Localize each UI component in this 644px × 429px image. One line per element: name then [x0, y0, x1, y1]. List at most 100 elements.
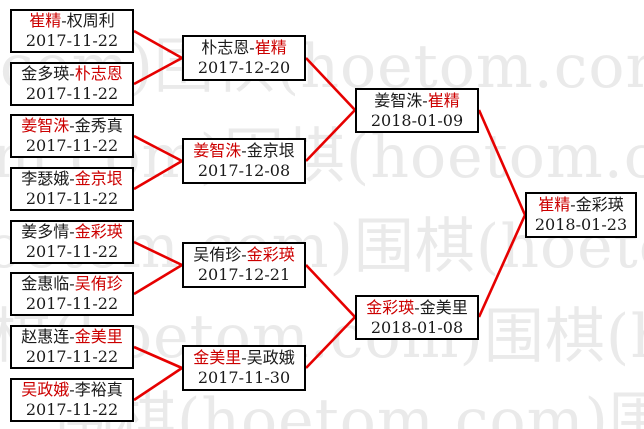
match-players: 金彩瑛-金美里: [366, 298, 467, 318]
match-players: 姜智洙-金京垠: [193, 141, 294, 161]
match-players: 姜多情-金彩瑛: [21, 222, 122, 242]
match-box-r1-m6: 金惠临-吴侑珍 2017-11-22: [10, 272, 134, 316]
player-name: 朴志恩: [201, 38, 250, 57]
match-players: 金美里-吴政娥: [193, 348, 294, 368]
player-name: 金美里: [74, 327, 123, 346]
match-box-r2-m2: 姜智洙-金京垠 2017-12-08: [182, 138, 306, 184]
match-players: 姜智洙-崔精: [374, 91, 459, 111]
connector-line: [133, 240, 183, 267]
player-name: 金彩瑛: [366, 297, 415, 317]
match-players: 崔精-金彩瑛: [538, 195, 623, 215]
match-box-r2-m4: 金美里-吴政娥 2017-11-30: [182, 345, 306, 391]
separator: -: [61, 11, 67, 30]
match-box-r1-m1: 崔精-权周利 2017-11-22: [10, 9, 134, 53]
match-box-r1-m4: 李瑟娥-金京垠 2017-11-22: [10, 167, 134, 211]
player-name: 姜智洙: [374, 90, 423, 110]
player-name: 金京垠: [74, 169, 123, 188]
player-name: 金惠临: [21, 274, 70, 293]
match-date: 2017-11-30: [197, 368, 291, 387]
player-name: 崔精: [254, 38, 287, 57]
match-box-r1-m2: 金多瑛-朴志恩 2017-11-22: [10, 62, 134, 106]
match-players: 金惠临-吴侑珍: [21, 274, 122, 294]
separator: -: [241, 141, 247, 160]
connector-line: [133, 134, 183, 163]
separator: -: [69, 274, 75, 293]
match-date: 2017-11-22: [25, 136, 119, 155]
match-box-final: 崔精-金彩瑛 2018-01-23: [525, 192, 637, 238]
connector-line: [133, 366, 183, 402]
match-date: 2017-11-22: [25, 242, 119, 261]
player-name: 李裕真: [74, 380, 123, 399]
separator: -: [570, 195, 576, 214]
connector-line: [133, 263, 183, 296]
player-name: 金彩瑛: [74, 222, 123, 241]
separator: -: [69, 380, 75, 399]
match-date: 2017-12-20: [197, 58, 291, 77]
player-name: 吴政娥: [21, 380, 70, 399]
match-players: 姜智洙-金秀真: [21, 116, 122, 136]
match-date: 2017-11-22: [25, 294, 119, 313]
player-name: 金京垠: [246, 141, 295, 160]
separator: -: [241, 348, 247, 367]
connector-line: [133, 29, 183, 60]
separator: -: [69, 64, 75, 83]
player-name: 金秀真: [74, 116, 123, 135]
match-date: 2018-01-08: [370, 317, 464, 337]
player-name: 金美里: [193, 348, 242, 367]
connector-line: [133, 345, 183, 370]
match-date: 2018-01-09: [370, 110, 464, 130]
match-date: 2017-11-22: [25, 84, 119, 103]
match-box-r2-m1: 朴志恩-崔精 2017-12-20: [182, 35, 306, 81]
player-name: 崔精: [538, 195, 571, 214]
match-date: 2017-12-08: [197, 161, 291, 180]
separator: -: [69, 327, 75, 346]
player-name: 金彩瑛: [575, 195, 624, 214]
player-name: 金多瑛: [21, 64, 70, 83]
connector-line: [477, 214, 527, 318]
separator: -: [69, 116, 75, 135]
player-name: 朴志恩: [74, 64, 123, 83]
match-players: 李瑟娥-金京垠: [21, 169, 122, 189]
match-box-r1-m7: 赵惠连-金美里 2017-11-22: [10, 325, 134, 369]
separator: -: [422, 90, 428, 110]
player-name: 姜多情: [21, 222, 70, 241]
separator: -: [249, 38, 255, 57]
match-players: 金多瑛-朴志恩: [21, 64, 122, 84]
separator: -: [69, 169, 75, 188]
match-date: 2017-11-22: [25, 189, 119, 208]
player-name: 金彩瑛: [246, 245, 295, 264]
separator: -: [69, 222, 75, 241]
player-name: 吴侑珍: [193, 245, 242, 264]
match-date: 2017-12-21: [197, 265, 291, 284]
connector-line: [133, 159, 183, 191]
player-name: 崔精: [427, 90, 460, 110]
connector-line: [305, 57, 356, 111]
player-name: 权周利: [66, 11, 115, 30]
match-players: 朴志恩-崔精: [201, 38, 286, 58]
player-name: 姜智洙: [21, 116, 70, 135]
match-box-r1-m3: 姜智洙-金秀真 2017-11-22: [10, 114, 134, 158]
match-box-r1-m8: 吴政娥-李裕真 2017-11-22: [10, 378, 134, 422]
player-name: 姜智洙: [193, 141, 242, 160]
player-name: 吴侑珍: [74, 274, 123, 293]
player-name: 李瑟娥: [21, 169, 70, 188]
match-players: 崔精-权周利: [29, 11, 114, 31]
match-date: 2018-01-23: [534, 215, 628, 234]
match-date: 2017-11-22: [25, 31, 119, 50]
match-box-sf-m2: 金彩瑛-金美里 2018-01-08: [355, 295, 479, 340]
watermark-text: 围棋(hoetom.com)围棋(hoetom.com): [55, 386, 644, 429]
connector-line: [133, 56, 183, 86]
connector-line: [305, 109, 356, 162]
connector-line: [477, 109, 527, 216]
match-players: 吴侑珍-金彩瑛: [193, 245, 294, 265]
connector-line: [305, 316, 356, 369]
player-name: 吴政娥: [246, 348, 295, 367]
player-name: 崔精: [29, 11, 62, 30]
match-players: 赵惠连-金美里: [21, 327, 122, 347]
match-date: 2017-11-22: [25, 347, 119, 366]
match-box-sf-m1: 姜智洙-崔精 2018-01-09: [355, 88, 479, 133]
match-box-r2-m3: 吴侑珍-金彩瑛 2017-12-21: [182, 242, 306, 288]
connector-line: [305, 264, 356, 318]
